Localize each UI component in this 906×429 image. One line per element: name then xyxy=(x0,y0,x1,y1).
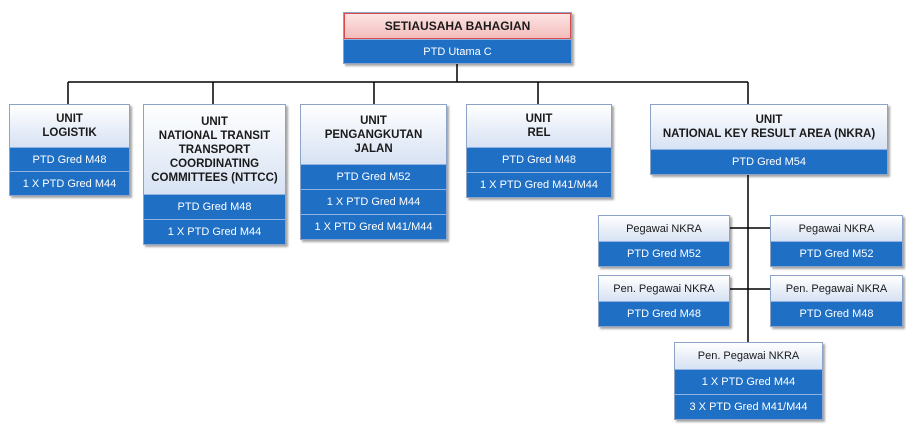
unit-logistik-box: UNIT LOGISTIK PTD Gred M48 1 X PTD Gred … xyxy=(9,104,130,196)
box-row: PTD Gred M54 xyxy=(651,149,887,174)
box-title: Pen. Pegawai NKRA xyxy=(675,343,822,369)
box-row: PTD Gred M48 xyxy=(771,301,902,326)
box-row: PTD Gred M52 xyxy=(771,241,902,266)
box-row: PTD Utama C xyxy=(344,39,571,63)
unit-rel-box: UNIT REL PTD Gred M48 1 X PTD Gred M41/M… xyxy=(466,104,612,198)
box-title: UNIT REL xyxy=(467,105,611,147)
pegawai-nkra-right-box: Pegawai NKRA PTD Gred M52 xyxy=(770,215,903,267)
pen-pegawai-nkra-left-box: Pen. Pegawai NKRA PTD Gred M48 xyxy=(598,275,730,327)
box-row: PTD Gred M48 xyxy=(599,301,729,326)
box-title: Pegawai NKRA xyxy=(599,216,729,241)
box-row: 1 X PTD Gred M44 xyxy=(301,189,446,214)
box-title: SETIAUSAHA BAHAGIAN xyxy=(344,13,571,39)
unit-nttcc-box: UNIT NATIONAL TRANSIT TRANSPORT COORDINA… xyxy=(143,104,286,245)
box-row: 1 X PTD Gred M44 xyxy=(675,369,822,394)
box-row: PTD Gred M48 xyxy=(144,194,285,219)
box-row: PTD Gred M48 xyxy=(467,147,611,172)
box-row: 1 X PTD Gred M41/M44 xyxy=(301,214,446,239)
box-row: PTD Gred M52 xyxy=(301,164,446,189)
box-title: UNIT NATIONAL TRANSIT TRANSPORT COORDINA… xyxy=(144,105,285,194)
pegawai-nkra-left-box: Pegawai NKRA PTD Gred M52 xyxy=(598,215,730,267)
box-title: Pen. Pegawai NKRA xyxy=(771,276,902,301)
unit-pengangkutan-jalan-box: UNIT PENGANGKUTAN JALAN PTD Gred M52 1 X… xyxy=(300,104,447,240)
box-row: 1 X PTD Gred M41/M44 xyxy=(467,172,611,197)
box-row: 1 X PTD Gred M44 xyxy=(10,171,129,195)
box-row: PTD Gred M48 xyxy=(10,147,129,171)
box-title: Pegawai NKRA xyxy=(771,216,902,241)
box-title: UNIT NATIONAL KEY RESULT AREA (NKRA) xyxy=(651,105,887,149)
box-title: UNIT LOGISTIK xyxy=(10,105,129,147)
pen-pegawai-nkra-right-box: Pen. Pegawai NKRA PTD Gred M48 xyxy=(770,275,903,327)
setiausaha-bahagian-box: SETIAUSAHA BAHAGIAN PTD Utama C xyxy=(343,12,572,64)
box-row: 1 X PTD Gred M44 xyxy=(144,219,285,244)
box-title: Pen. Pegawai NKRA xyxy=(599,276,729,301)
unit-nkra-box: UNIT NATIONAL KEY RESULT AREA (NKRA) PTD… xyxy=(650,104,888,175)
box-row: 3 X PTD Gred M41/M44 xyxy=(675,394,822,419)
box-row: PTD Gred M52 xyxy=(599,241,729,266)
pen-pegawai-nkra-bottom-box: Pen. Pegawai NKRA 1 X PTD Gred M44 3 X P… xyxy=(674,342,823,420)
box-title: UNIT PENGANGKUTAN JALAN xyxy=(301,105,446,164)
